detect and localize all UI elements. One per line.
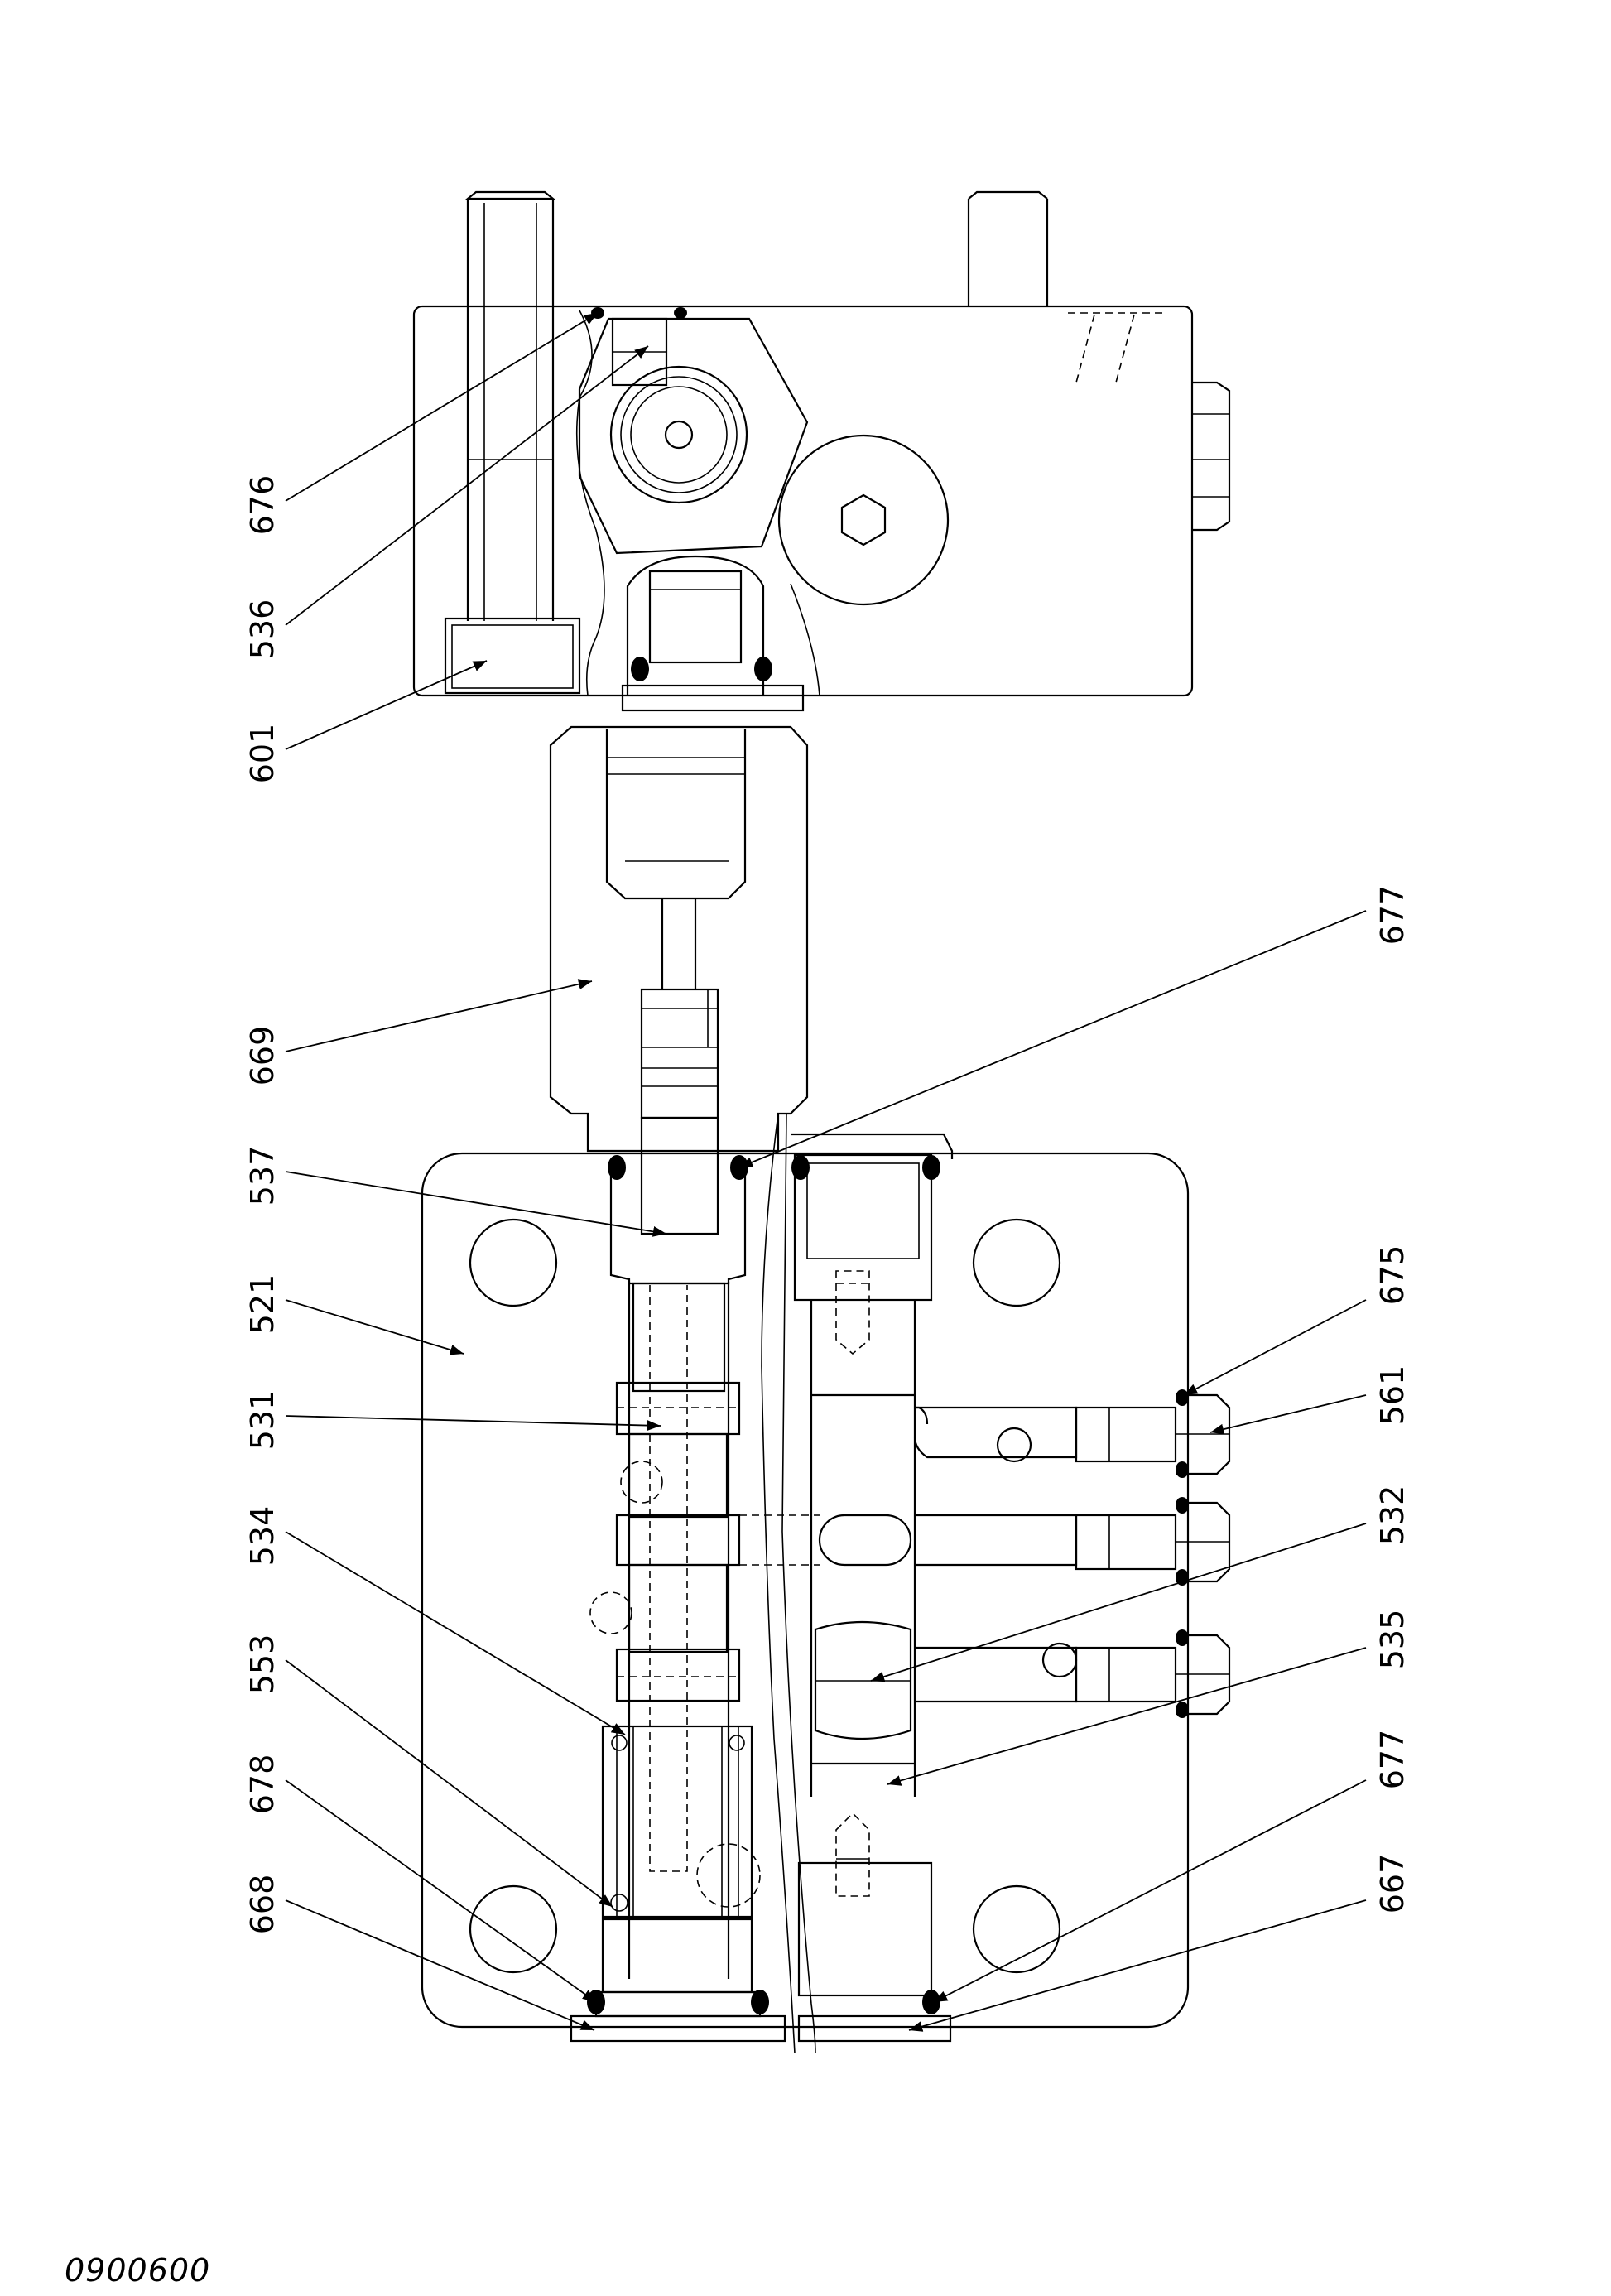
callout-536: 536: [244, 599, 281, 660]
callout-677-upper: 677: [1374, 885, 1411, 946]
plug-lower: [1075, 1634, 1231, 1716]
callout-521: 521: [244, 1274, 281, 1335]
callout-531: 531: [244, 1390, 281, 1451]
callout-labels: 676 536 601 669 537 521 531 534 553 678 …: [244, 475, 1411, 1935]
callout-561: 561: [1374, 1365, 1411, 1426]
leader-lines: [285, 312, 1367, 2032]
callout-534: 534: [244, 1506, 281, 1567]
drawing-number: 0900600: [65, 2252, 211, 2289]
callout-678: 678: [244, 1754, 281, 1815]
callout-537: 537: [244, 1146, 281, 1206]
plug-middle: [1075, 1501, 1231, 1583]
callout-668: 668: [244, 1875, 281, 1935]
plug-561: [1075, 1393, 1231, 1475]
main-body: [421, 1113, 1231, 2054]
callout-553: 553: [244, 1634, 281, 1695]
callout-535: 535: [1374, 1610, 1411, 1670]
callout-601: 601: [244, 724, 281, 784]
top-head-block: [412, 190, 1231, 712]
callout-532: 532: [1374, 1485, 1411, 1546]
callout-669: 669: [244, 1026, 281, 1086]
adapter-block: [549, 725, 809, 1153]
callout-667: 667: [1374, 1854, 1411, 1914]
callout-675: 675: [1374, 1245, 1411, 1306]
callout-677-lower: 677: [1374, 1730, 1411, 1790]
callout-676: 676: [244, 475, 281, 536]
